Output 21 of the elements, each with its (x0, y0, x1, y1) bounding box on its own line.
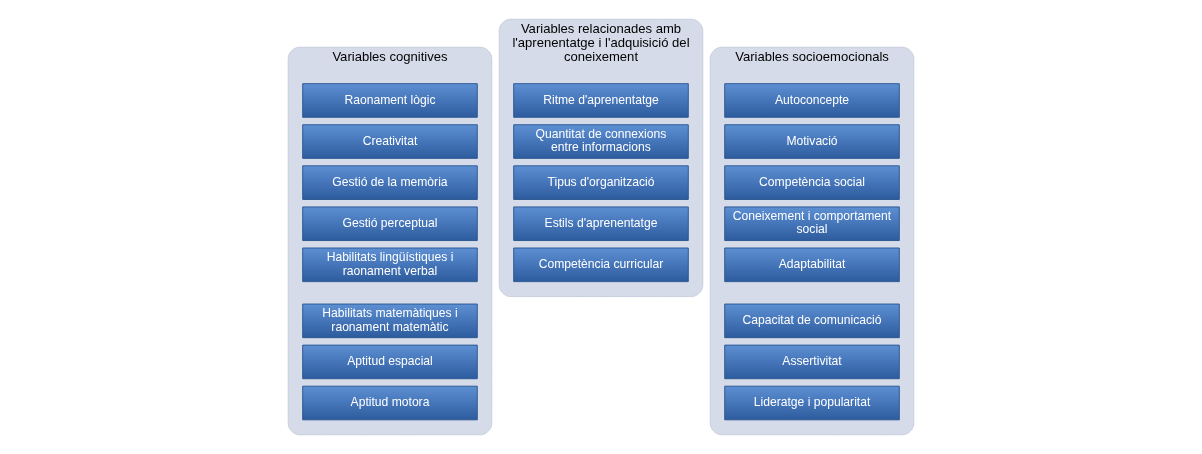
node-box: Habilitats lingüístiques i raonament verbal (302, 247, 478, 283)
node-box: Capacitat de comunicació (724, 303, 900, 339)
node-box: Motivació (724, 124, 900, 159)
node-box: Adaptabilitat (724, 247, 900, 283)
node-box: Gestió de la memòria (302, 165, 478, 200)
node-box: Ritme d'aprenentatge (513, 83, 689, 118)
node-box: Gestió perceptual (302, 206, 478, 241)
node-box: Aptitud motora (302, 385, 478, 421)
node-box: Autoconcepte (724, 83, 900, 118)
node-box: Assertivitat (724, 344, 900, 380)
node-box: Competència social (724, 165, 900, 200)
node-box: Lideratge i popularitat (724, 385, 900, 421)
node-box: Estils d'aprenentatge (513, 206, 689, 241)
node-box: Aptitud espacial (302, 344, 478, 380)
node-box: Creativitat (302, 124, 478, 159)
node-box: Quantitat de connexions entre informacions (513, 124, 689, 159)
node-box: Raonament lògic (302, 83, 478, 118)
node-box: Tipus d'organització (513, 165, 689, 200)
node-box: Habilitats matemàtiques i raonament matemàtic (302, 303, 478, 339)
node-box: Competència curricular (513, 247, 689, 283)
node-box: Coneixement i comportament social (724, 206, 900, 241)
